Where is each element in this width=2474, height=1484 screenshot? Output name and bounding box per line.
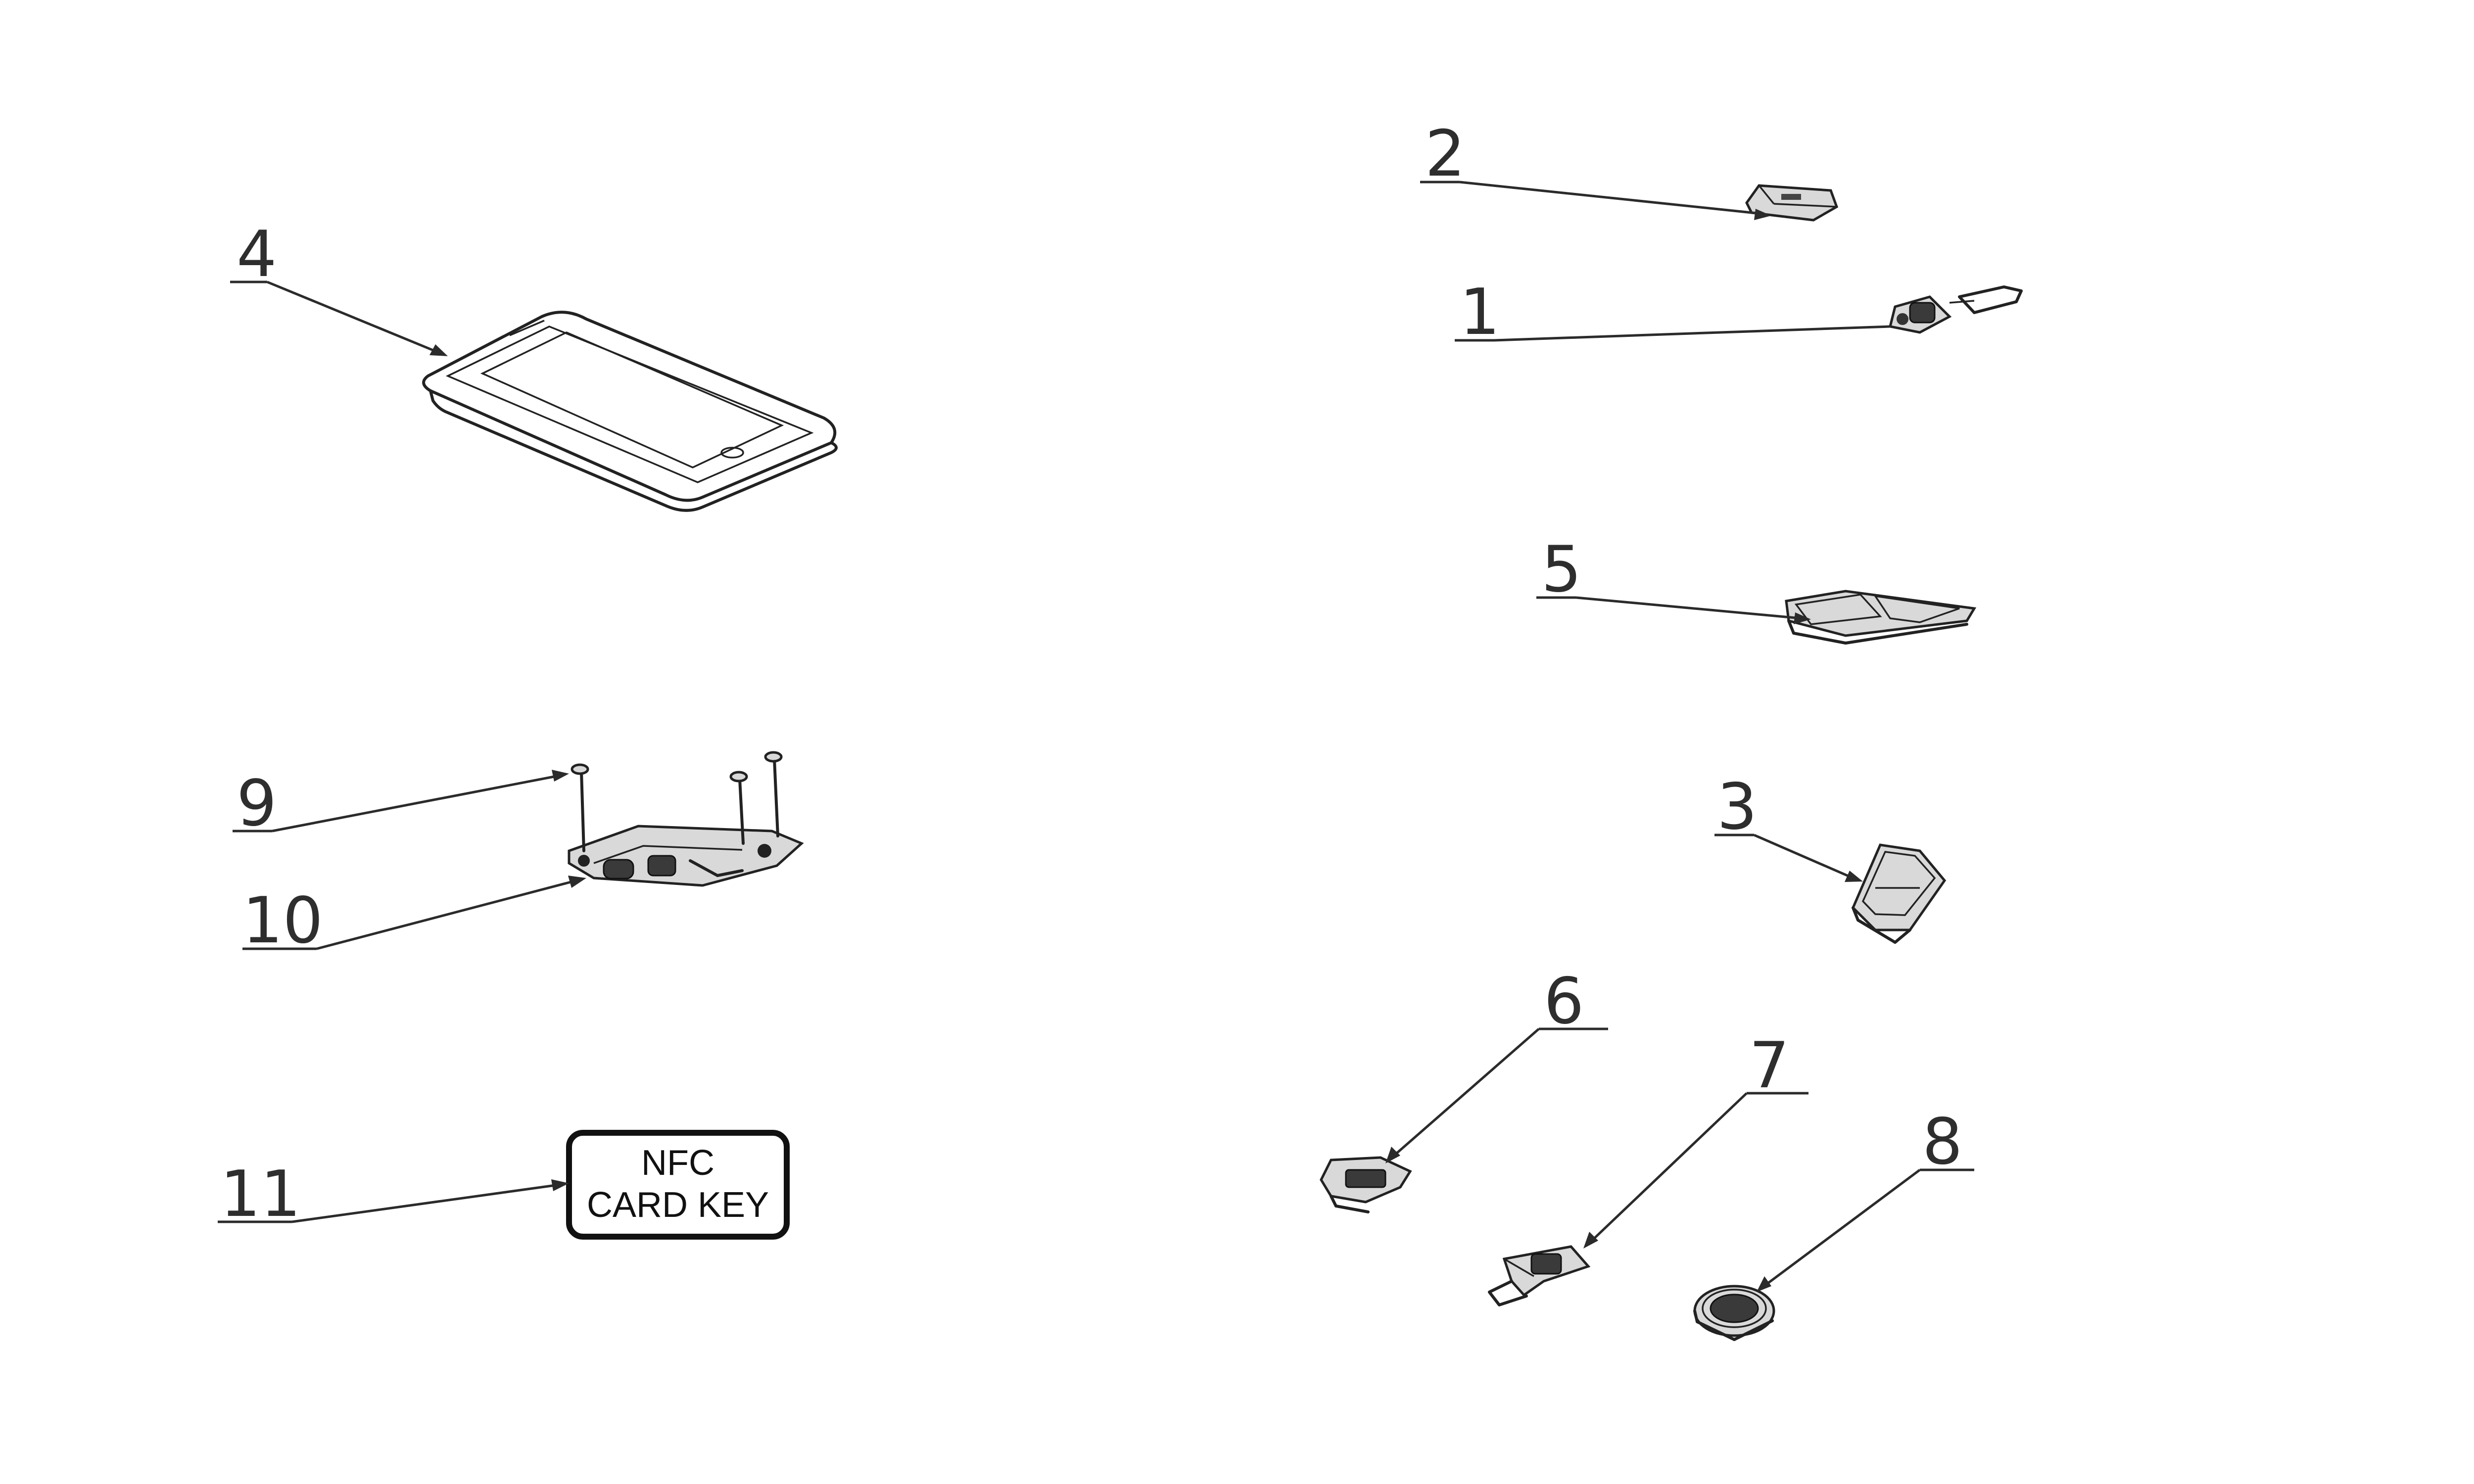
leader-line-5 [1575, 596, 1802, 620]
callout-4: 4 [237, 218, 277, 291]
arrow-head-10 [568, 876, 586, 888]
arrow-head-9 [552, 770, 569, 782]
leader-line-2 [1459, 181, 1762, 215]
mounting-bracket-icon [568, 825, 804, 887]
leader-line-1 [1494, 325, 1891, 342]
callout-3: 3 [1717, 770, 1757, 844]
arrow-head-5 [1794, 612, 1811, 624]
callout-10: 10 [242, 884, 323, 958]
flex-cable-icon [1488, 1245, 1591, 1306]
arrow-head-4 [429, 344, 448, 356]
callout-7: 7 [1749, 1029, 1789, 1103]
leader-line-9 [272, 774, 560, 833]
arrow-head-8 [1757, 1276, 1771, 1292]
leader-line-6 [1392, 1028, 1540, 1158]
screw-icon [571, 751, 783, 852]
leader-line-10 [316, 879, 577, 950]
leader-line-4 [267, 280, 438, 354]
camera-module-icon [1888, 285, 2023, 334]
battery-pack-icon [1852, 843, 1947, 944]
nfc-card-line1: NFC [641, 1143, 714, 1183]
arrow-head-3 [1845, 871, 1863, 882]
callout-6: 6 [1544, 965, 1584, 1038]
sensor-chip-icon [1745, 184, 1839, 222]
pcb-board-icon [1785, 590, 1977, 645]
touchscreen-display-icon [422, 311, 838, 512]
arrow-head-7 [1583, 1232, 1598, 1249]
callout-11: 11 [220, 1158, 301, 1231]
leader-line-8 [1763, 1168, 1921, 1288]
callout-9: 9 [237, 767, 277, 840]
arrow-head-6 [1385, 1147, 1400, 1163]
nfc-card-line2: CARD KEY [587, 1185, 769, 1225]
callout-2: 2 [1425, 117, 1465, 191]
speaker-icon [1693, 1285, 1775, 1341]
leader-line-3 [1754, 834, 1854, 880]
leader-line-7 [1590, 1092, 1748, 1243]
leader-line-11 [291, 1183, 560, 1223]
arrow-head-11 [551, 1179, 569, 1191]
callout-1: 1 [1460, 276, 1500, 349]
callout-8: 8 [1922, 1105, 1962, 1179]
nfc-card-key: NFC CARD KEY [566, 1130, 790, 1240]
callout-5: 5 [1541, 533, 1581, 606]
arrow-head-2 [1754, 209, 1771, 220]
connector-socket-icon [1320, 1156, 1412, 1213]
